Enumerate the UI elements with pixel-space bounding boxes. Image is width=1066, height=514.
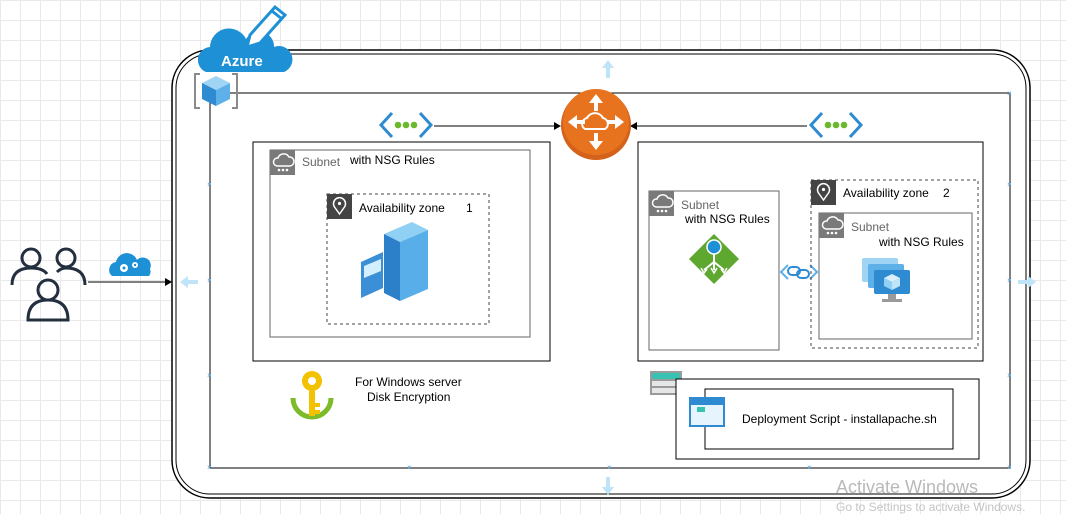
left-nsg-label: with NSG Rules — [350, 153, 435, 167]
left-subnet-icon — [270, 150, 295, 175]
right-zone-number: 2 — [943, 186, 950, 200]
right-subnet-b-icon — [819, 213, 844, 238]
azure-cloud-icon — [197, 4, 293, 72]
resource-group-cube-icon — [194, 73, 238, 109]
right-zone-label: Availability zone — [843, 186, 929, 200]
load-balancer-icon — [689, 234, 739, 284]
svg-text:×: × — [1007, 276, 1012, 285]
svg-text:×: × — [1007, 89, 1012, 98]
svg-text:×: × — [607, 463, 612, 472]
left-zone-label: Availability zone — [359, 201, 445, 215]
svg-text:×: × — [407, 463, 412, 472]
left-subnet-label: Subnet — [302, 155, 341, 169]
deployment-script-label: Deployment Script - installapache.sh — [742, 412, 937, 426]
activate-windows-subtitle: Go to Settings to activate Windows. — [836, 500, 1026, 514]
right-subnet-a-icon — [649, 191, 674, 216]
right-zone-location-icon — [811, 180, 836, 205]
key-vault-label-line1: For Windows server — [355, 375, 462, 389]
right-subnet-b-nsg-label: with NSG Rules — [879, 235, 964, 249]
key-vault-icon — [290, 371, 334, 420]
svg-text:×: × — [207, 180, 212, 189]
left-zone-number: 1 — [466, 201, 473, 215]
svg-text:×: × — [1007, 463, 1012, 472]
svg-text:×: × — [207, 371, 212, 380]
right-subnet-a-box — [648, 190, 780, 351]
router-gateway-icon — [561, 89, 631, 160]
deployment-script-icon — [689, 397, 725, 427]
activate-windows-title: Activate Windows — [836, 477, 979, 497]
azure-label: Azure — [221, 53, 263, 70]
svg-text:×: × — [1007, 180, 1012, 189]
vnet-icon-right — [808, 111, 864, 139]
vm-scale-set-icon — [862, 258, 910, 302]
key-vault-label-line2: Disk Encryption — [367, 390, 451, 404]
right-subnet-b-label: Subnet — [851, 220, 890, 234]
outer-region-inner-border — [175, 53, 1027, 495]
left-zone-location-icon — [327, 194, 352, 219]
link-icon — [779, 264, 819, 280]
right-subnet-a-nsg-label: with NSG Rules — [685, 212, 770, 226]
svg-text:×: × — [207, 463, 212, 472]
right-subnet-a-label: Subnet — [681, 198, 720, 212]
svg-text:×: × — [1007, 371, 1012, 380]
users-group-icon — [10, 247, 87, 322]
port-arrow-icons — [180, 60, 1036, 495]
windows-server-icon — [361, 222, 428, 301]
svg-text:×: × — [207, 276, 212, 285]
vnet-connection-markers: × × × × × × × × × × × × — [207, 89, 1012, 472]
automation-cloud-icon — [109, 253, 151, 276]
left-availability-zone-box — [326, 193, 490, 325]
svg-text:×: × — [807, 463, 812, 472]
deployment-script-box — [704, 388, 954, 450]
vnet-icon-left — [378, 111, 434, 139]
